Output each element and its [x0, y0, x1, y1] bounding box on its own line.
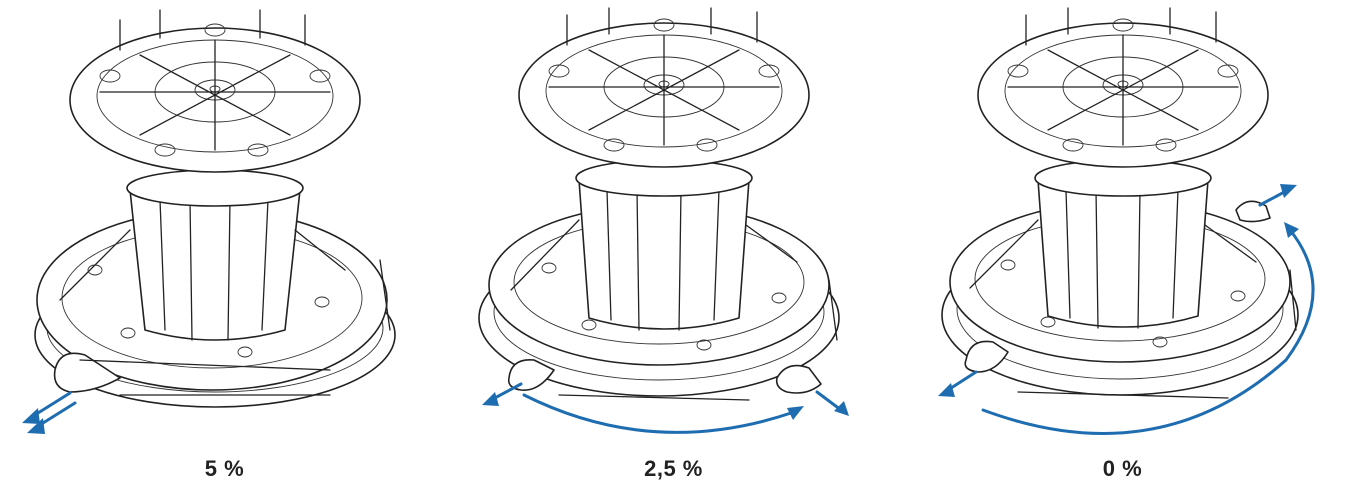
outward-arrow-icon [938, 184, 1297, 397]
pedestal-drawing-5-percent [22, 9, 396, 434]
outward-arrow-icon [482, 382, 849, 416]
pedestal-drawing-2-5-percent [478, 7, 849, 434]
panel-2-5-percent: 2,5 % [449, 0, 898, 489]
pedestal-drawing-0-percent [938, 7, 1315, 435]
panel-0-percent: 0 % [898, 0, 1347, 489]
rotation-arrow-icon [522, 393, 804, 434]
panel-5-percent: 5 % [0, 0, 449, 489]
caption-0-percent: 0 % [1102, 456, 1143, 481]
pedestal-illustration [941, 7, 1299, 399]
rotation-arrow-icon [981, 222, 1315, 435]
caption-5-percent: 5 % [204, 456, 245, 481]
pedestal-illustration [478, 7, 840, 401]
pedestal-illustration [34, 9, 396, 408]
double-arrow-icon [22, 391, 77, 434]
caption-2-5-percent: 2,5 % [644, 456, 703, 481]
